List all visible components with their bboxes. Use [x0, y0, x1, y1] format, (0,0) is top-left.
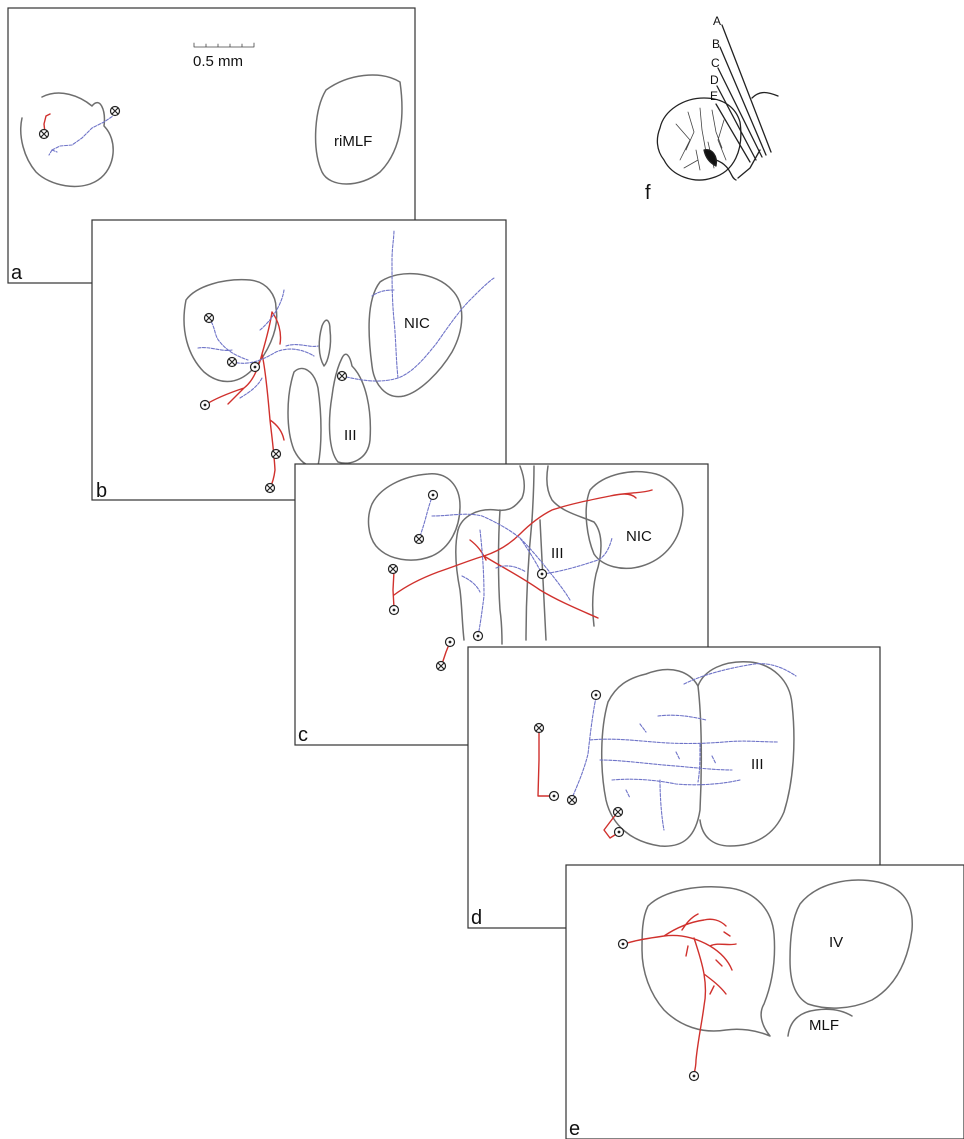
blue-axon-branch: [461, 565, 527, 593]
red-axon: [623, 913, 737, 1075]
NIC-outline: [368, 272, 463, 398]
blue-axon: [571, 663, 797, 831]
red-axon: [392, 489, 653, 619]
exiting-marker: [249, 361, 261, 373]
exiting-marker: [613, 826, 625, 838]
MLF-outline: [787, 1008, 853, 1037]
entering-marker: [566, 794, 578, 806]
exiting-marker: [427, 489, 439, 501]
section-planes: [715, 24, 772, 163]
panel-e-letter: e: [569, 1118, 580, 1139]
III-left-outline: [601, 668, 703, 847]
exiting-marker: [199, 399, 211, 411]
scale-bar: [193, 42, 255, 48]
III-right-outline: [697, 661, 795, 847]
brainstem-black: [703, 149, 718, 167]
cerebellum-outline: [656, 97, 742, 181]
scale-bar-label: 0.5 mm: [193, 53, 243, 70]
red-axon: [204, 311, 285, 489]
panel-d-letter: d: [471, 907, 482, 929]
exiting-marker: [617, 938, 629, 950]
blue-axon-branch: [625, 723, 717, 799]
left-NIC-outline: [183, 278, 278, 383]
region-label-NIC: NIC: [626, 528, 652, 545]
region-label-NIC: NIC: [404, 315, 430, 332]
entering-marker: [387, 563, 399, 575]
panel-b-frame: [91, 219, 507, 501]
region-label-III: III: [751, 756, 764, 773]
exiting-marker: [472, 630, 484, 642]
central-III-outline: [457, 465, 602, 627]
entering-marker: [533, 722, 545, 734]
blue-axon-branch: [48, 149, 58, 156]
riMLF-outline: [314, 74, 403, 185]
entering-marker: [612, 806, 624, 818]
exiting-marker: [536, 568, 548, 580]
blue-axon: [197, 229, 495, 382]
exiting-marker: [688, 1070, 700, 1082]
midline-left-outline: [455, 509, 547, 645]
entering-marker: [270, 448, 282, 460]
region-label-III: III: [344, 427, 357, 444]
region-label-riMLF: riMLF: [334, 133, 372, 150]
exiting-marker: [590, 689, 602, 701]
plane-label-B: B: [712, 37, 720, 51]
brainstem-outline: [715, 91, 779, 181]
panel-f: A B C D E f: [645, 14, 779, 204]
left-riMLF-outline: [20, 92, 114, 188]
left-IV-outline: [641, 886, 776, 1037]
panel-c-letter: c: [298, 724, 308, 746]
blue-axon-branch: [239, 289, 319, 399]
plane-label-E: E: [710, 89, 718, 103]
IV-outline: [789, 879, 913, 1009]
panel-a-letter: a: [11, 262, 23, 284]
blue-axon: [419, 494, 613, 637]
plane-label-A: A: [713, 14, 721, 28]
red-axon-short: [603, 812, 619, 839]
panel-b: III NIC b: [91, 219, 507, 502]
left-NIC-outline: [367, 473, 461, 561]
midline-seam: [531, 465, 535, 521]
entering-marker: [336, 370, 348, 382]
red-axon-branch: [685, 931, 731, 995]
entering-marker: [109, 105, 121, 117]
region-label-MLF: MLF: [809, 1017, 839, 1034]
midline-slender-outline: [318, 319, 332, 367]
blue-axon: [51, 115, 114, 151]
panel-b-letter: b: [96, 480, 107, 502]
III-outline: [328, 353, 372, 464]
region-label-III: III: [551, 545, 564, 562]
entering-marker: [435, 660, 447, 672]
panel-e: IV MLF e: [565, 864, 964, 1139]
plane-label-C: C: [711, 56, 720, 70]
entering-marker: [38, 128, 50, 140]
NIC-outline: [585, 471, 684, 570]
exiting-marker: [548, 790, 560, 802]
panel-f-letter: f: [645, 182, 651, 204]
exiting-marker: [388, 604, 400, 616]
exiting-marker: [444, 636, 456, 648]
entering-marker: [264, 482, 276, 494]
entering-marker: [203, 312, 215, 324]
red-axon: [43, 113, 51, 134]
plane-label-D: D: [710, 73, 719, 87]
entering-marker: [413, 533, 425, 545]
entering-marker: [226, 356, 238, 368]
region-label-IV: IV: [829, 934, 843, 951]
red-axon: [537, 729, 555, 797]
